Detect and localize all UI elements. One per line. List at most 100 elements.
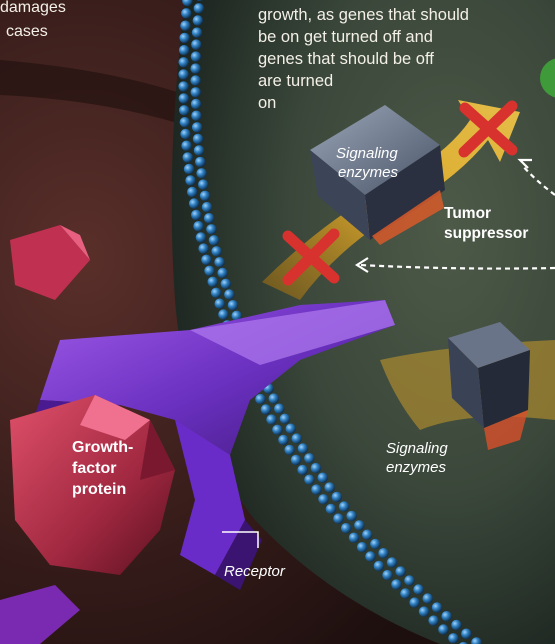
membrane-bead	[291, 455, 301, 465]
membrane-bead	[298, 443, 308, 453]
membrane-bead	[255, 394, 265, 404]
membrane-bead	[318, 494, 328, 504]
caption-right-5: on	[258, 94, 276, 112]
membrane-bead	[195, 157, 205, 167]
membrane-bead	[280, 414, 290, 424]
membrane-bead	[326, 504, 336, 514]
membrane-bead	[286, 424, 296, 434]
membrane-bead	[184, 164, 194, 174]
caption-right-4: are turned	[258, 72, 333, 90]
membrane-bead	[215, 299, 225, 309]
label-tumor: Tumor	[444, 205, 491, 222]
membrane-bead	[190, 63, 200, 73]
membrane-bead	[180, 129, 190, 139]
membrane-bead	[304, 453, 314, 463]
membrane-bead	[261, 404, 271, 414]
membrane-bead	[204, 213, 214, 223]
membrane-bead	[217, 268, 227, 278]
membrane-bead	[354, 520, 364, 530]
membrane-bead	[284, 445, 294, 455]
membrane-bead	[311, 463, 321, 473]
caption-right-3: genes that should be off	[258, 50, 434, 68]
membrane-bead	[179, 57, 189, 67]
membrane-bead	[180, 117, 190, 127]
membrane-bead	[178, 81, 188, 91]
label-growth: Growth-	[72, 439, 133, 456]
membrane-bead	[194, 3, 204, 13]
membrane-bead	[382, 570, 392, 580]
membrane-bead	[357, 542, 367, 552]
membrane-bead	[370, 539, 380, 549]
membrane-bead	[391, 579, 401, 589]
membrane-bead	[193, 221, 203, 231]
membrane-bead	[191, 99, 201, 109]
membrane-bead	[206, 224, 216, 234]
label-signaling-upper-2: enzymes	[338, 164, 399, 181]
membrane-bead	[190, 75, 200, 85]
membrane-bead	[214, 257, 224, 267]
membrane-bead	[179, 93, 189, 103]
caption-left-1: damages	[0, 0, 66, 16]
membrane-bead	[451, 620, 461, 630]
membrane-bead	[209, 235, 219, 245]
membrane-bead	[191, 87, 201, 97]
membrane-bead	[211, 246, 221, 256]
membrane-bead	[202, 202, 212, 212]
membrane-bead	[378, 548, 388, 558]
membrane-bead	[178, 69, 188, 79]
membrane-bead	[278, 435, 288, 445]
membrane-bead	[413, 584, 423, 594]
membrane-bead	[332, 492, 342, 502]
membrane-bead	[185, 175, 195, 185]
membrane-bead	[400, 588, 410, 598]
membrane-bead	[208, 277, 218, 287]
membrane-bead	[193, 15, 203, 25]
membrane-bead	[461, 629, 471, 639]
membrane-bead	[181, 8, 191, 18]
label-signaling-upper-1: Signaling	[336, 145, 398, 162]
membrane-bead	[224, 289, 234, 299]
membrane-bead	[181, 141, 191, 151]
membrane-bead	[292, 433, 302, 443]
membrane-bead	[191, 51, 201, 61]
membrane-bead	[432, 602, 442, 612]
membrane-bead	[423, 593, 433, 603]
membrane-bead	[187, 187, 197, 197]
membrane-bead	[272, 425, 282, 435]
membrane-bead	[192, 122, 202, 132]
membrane-bead	[196, 168, 206, 178]
label-suppressor: suppressor	[444, 225, 528, 242]
membrane-bead	[374, 561, 384, 571]
membrane-bead	[318, 473, 328, 483]
membrane-bead	[194, 145, 204, 155]
membrane-bead	[192, 27, 202, 37]
membrane-bead	[211, 288, 221, 298]
caption-right-1: growth, as genes that should	[258, 6, 469, 24]
membrane-bead	[193, 134, 203, 144]
membrane-bead	[180, 21, 190, 31]
membrane-bead	[269, 393, 279, 403]
membrane-bead	[179, 45, 189, 55]
label-receptor: Receptor	[224, 563, 286, 580]
membrane-bead	[266, 414, 276, 424]
membrane-bead	[311, 484, 321, 494]
membrane-bead	[365, 551, 375, 561]
membrane-bead	[341, 523, 351, 533]
membrane-bead	[333, 513, 343, 523]
membrane-bead	[441, 611, 451, 621]
membrane-bead	[179, 33, 189, 43]
membrane-bead	[179, 105, 189, 115]
membrane-bead	[191, 111, 201, 121]
membrane-bead	[438, 624, 448, 634]
membrane-bead	[324, 482, 334, 492]
membrane-bead	[198, 179, 208, 189]
membrane-bead	[196, 232, 206, 242]
membrane-bead	[221, 279, 231, 289]
membrane-bead	[189, 198, 199, 208]
label-protein: protein	[72, 481, 126, 498]
membrane-bead	[191, 210, 201, 220]
membrane-bead	[428, 615, 438, 625]
membrane-bead	[404, 575, 414, 585]
membrane-bead	[198, 243, 208, 253]
